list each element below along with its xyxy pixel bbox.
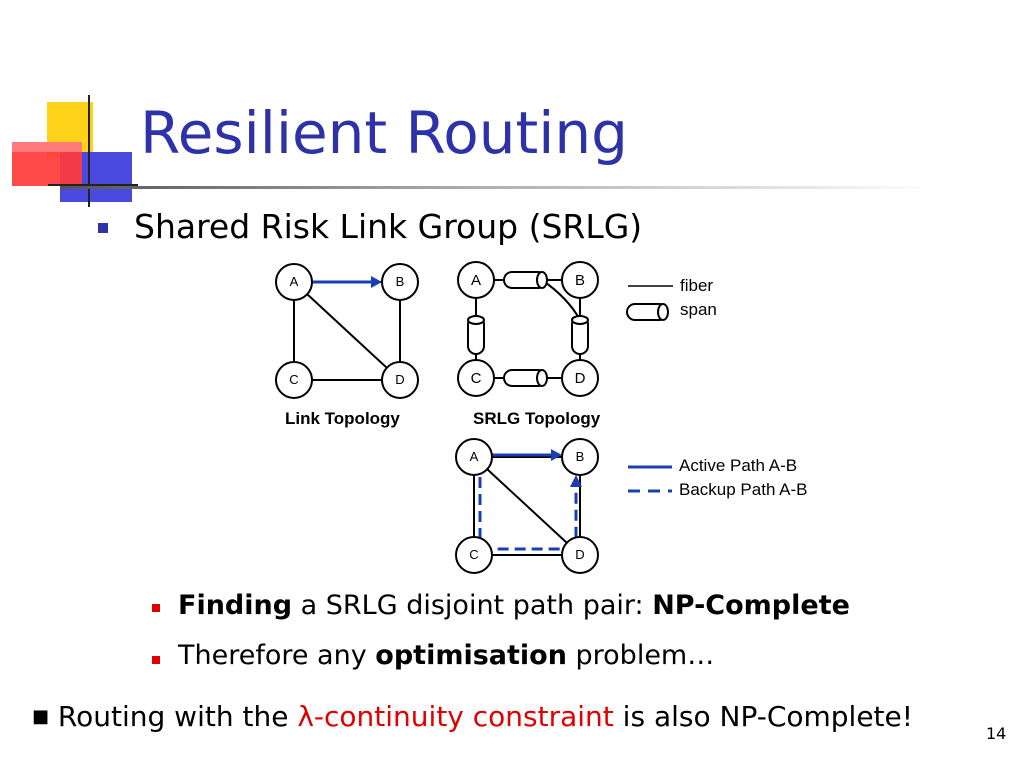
link-topology-diagram: A B C D xyxy=(275,263,419,399)
decorative-logo xyxy=(12,95,138,207)
page-title: Resilient Routing xyxy=(140,99,628,167)
legend-span-label: span xyxy=(680,300,717,319)
bullet-icon xyxy=(98,223,108,233)
bullet-main-text: Shared Risk Link Group (SRLG) xyxy=(134,207,643,246)
sub-bullet-1: Finding a SRLG disjoint path pair: NP-Co… xyxy=(178,590,850,621)
title-divider xyxy=(60,186,940,189)
sub-bullet-2-bold: optimisation xyxy=(375,640,567,671)
footer-highlight: λ-continuity constraint xyxy=(297,700,614,733)
node-label: B xyxy=(575,272,585,289)
node-label: A xyxy=(290,274,299,289)
node-label: C xyxy=(469,547,478,562)
node-label: C xyxy=(289,372,298,387)
legend-fiber-label: fiber xyxy=(680,276,714,295)
page-number: 14 xyxy=(986,724,1007,743)
legend-backup-label: Backup Path A-B xyxy=(679,480,808,499)
path-legend-icons xyxy=(628,465,672,493)
sub-bullet-2-text2: problem… xyxy=(566,640,715,671)
link-topology-label: Link Topology xyxy=(285,409,400,428)
sub-bullet-2-text: Therefore any xyxy=(178,640,376,671)
fiber-legend-icons xyxy=(626,285,673,321)
srlg-topology-label: SRLG Topology xyxy=(473,409,601,428)
sub-bullet-1-bold2: NP-Complete xyxy=(652,590,850,621)
footer-statement: ■ Routing with the λ-continuity constrai… xyxy=(32,700,913,733)
path-diagram: A B C D xyxy=(455,438,599,574)
legend-active-label: Active Path A-B xyxy=(679,456,798,475)
node-label: B xyxy=(396,274,405,289)
node-label: D xyxy=(575,547,584,562)
node-label: A xyxy=(470,449,479,464)
node-label: C xyxy=(471,370,482,387)
footer-bullet-icon: ■ xyxy=(32,706,50,727)
node-label: A xyxy=(471,272,481,289)
node-label: B xyxy=(576,449,585,464)
node-label: D xyxy=(575,370,586,387)
sub-bullet-1-text: a SRLG disjoint path pair: xyxy=(292,590,653,621)
srlg-topology-diagram: A B C D xyxy=(457,261,599,397)
footer-suffix: is also NP-Complete! xyxy=(613,700,913,733)
sub-bullet-icon xyxy=(152,604,160,612)
footer-prefix: Routing with the xyxy=(57,700,298,733)
node-label: D xyxy=(395,372,404,387)
sub-bullet-icon xyxy=(152,656,160,664)
sub-bullet-1-bold: Finding xyxy=(178,590,293,621)
sub-bullet-2: Therefore any optimisation problem… xyxy=(178,640,714,671)
